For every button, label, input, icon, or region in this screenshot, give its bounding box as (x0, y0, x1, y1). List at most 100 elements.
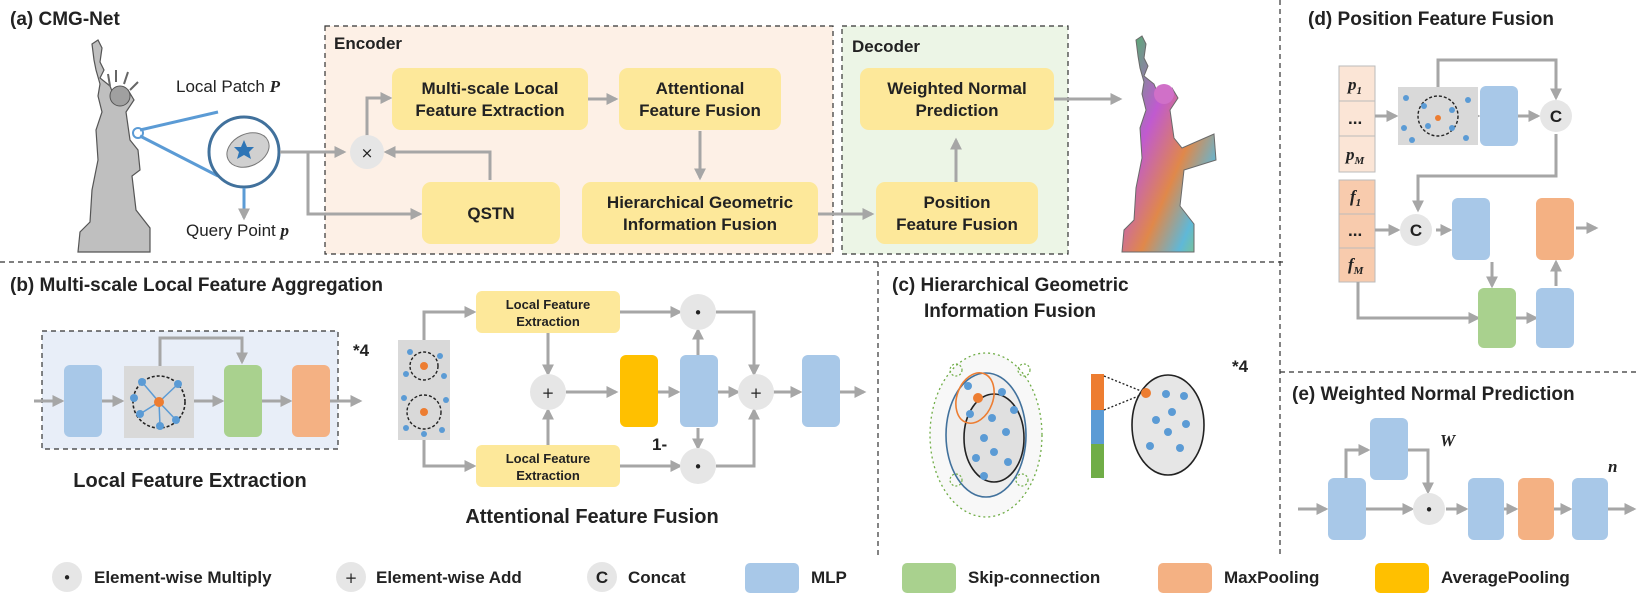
hgif-block (582, 182, 818, 244)
decoder-label: Decoder (852, 37, 920, 56)
panel-a-arrows (280, 92, 1123, 220)
pff-concat-2 (1400, 214, 1432, 246)
legend-multiply-glyph: • (63, 569, 72, 587)
legend-mlp: MLP (811, 568, 847, 587)
aff-mult-bottom (680, 448, 716, 484)
panel-a-title: (a) CMG-Net (10, 9, 120, 30)
wnp-multiply-symbol: • (1425, 501, 1434, 519)
mslfe-label-1: Multi-scale Local (422, 79, 559, 98)
aff-lfe-bottom-label-1: Local Feature (506, 451, 591, 466)
pff-skip (1478, 288, 1516, 348)
legend-maxpool: MaxPooling (1224, 568, 1319, 587)
wnp-label-2: Prediction (915, 101, 998, 120)
legend-add-glyph: + (345, 569, 358, 587)
lfe-skip (224, 365, 262, 437)
statue-silhouette (77, 39, 151, 253)
aff-add-1-symbol: + (542, 384, 555, 402)
panel-c-title-2: Information Fusion (924, 301, 1096, 322)
panel-b-title: (b) Multi-scale Local Feature Aggregatio… (10, 275, 383, 296)
wnp-label-1: Weighted Normal (887, 79, 1026, 98)
legend-avgpool: AveragePooling (1441, 568, 1570, 587)
wnp-mlp-1 (1328, 478, 1366, 540)
wnp-mlp-3 (1572, 478, 1608, 540)
aff-lfe-top-label-2: Extraction (516, 314, 580, 329)
hgif-feature-green (1091, 444, 1104, 478)
hgif-label-1: Hierarchical Geometric (607, 193, 793, 212)
legend-skip-swatch (902, 563, 956, 593)
normal-statue-silhouette (1121, 35, 1217, 253)
panel-d: (d) Position Feature Fusion p1 ... pM f1… (1308, 9, 1599, 348)
statue-head (109, 85, 131, 107)
hgif-zoom-points (1146, 390, 1190, 452)
wnp-maxpool (1518, 478, 1554, 540)
panel-d-title: (d) Position Feature Fusion (1308, 9, 1554, 30)
pff-mlp-1 (1480, 86, 1518, 146)
hgif-repeat-label: *4 (1232, 357, 1249, 376)
weight-label: W (1440, 431, 1457, 450)
aff-add-2-symbol: + (750, 384, 763, 402)
statue-point-cloud (77, 39, 151, 253)
legend-mlp-swatch (745, 563, 799, 593)
aff-label-1: Attentional (656, 79, 745, 98)
f1-label: f1 (1350, 187, 1361, 209)
panel-b: (b) Multi-scale Local Feature Aggregatio… (10, 275, 867, 528)
pff-label-1: Position (923, 193, 990, 212)
normal-label: n (1608, 457, 1617, 476)
qstn-block (422, 182, 560, 244)
panel-c-title-1: (c) Hierarchical Geometric (892, 275, 1129, 296)
hgif-small-circles (949, 363, 1031, 487)
statue-crown (107, 70, 139, 91)
aff-mlp-2 (802, 355, 840, 427)
hgif-feature-blue (1091, 410, 1104, 444)
pM-label: pM (1344, 145, 1366, 167)
panel-e-title: (e) Weighted Normal Prediction (1292, 384, 1575, 405)
pff-concat-1 (1540, 100, 1572, 132)
pff-block (876, 182, 1038, 244)
aff-lfe-top (476, 291, 620, 333)
aff-mult-top (680, 294, 716, 330)
hgif-orange-scale (955, 372, 995, 424)
pff-concat-1-symbol: C (1550, 107, 1562, 126)
multiply-op (350, 135, 384, 169)
hgif-label-2: Information Fusion (623, 215, 777, 234)
legend-multiply-symbol (52, 562, 82, 592)
lfe-maxpool (292, 365, 330, 437)
legend: • Element-wise Multiply + Element-wise A… (52, 562, 1570, 593)
aff-arrows (422, 306, 867, 472)
aff-label-2: Feature Fusion (639, 101, 761, 120)
aff-add-2 (738, 374, 774, 410)
wnp-mlp-2 (1468, 478, 1504, 540)
aff-lfe-bottom-label-2: Extraction (516, 468, 580, 483)
aff-mult-bottom-symbol: • (694, 458, 703, 476)
panel-e: (e) Weighted Normal Prediction • W n (1292, 384, 1637, 540)
aff-avgpool (620, 355, 658, 427)
aff-block (619, 68, 781, 130)
panel-separators (0, 0, 1640, 557)
query-star-icon (234, 140, 254, 159)
mslfe-block (392, 68, 588, 130)
normal-statue-head (1154, 84, 1174, 104)
pff-mlp-3 (1536, 288, 1574, 348)
hgif-points (964, 382, 1018, 480)
aff-caption: Attentional Feature Fusion (465, 506, 718, 528)
query-point-label: Query Point p (186, 221, 289, 240)
panel-a: (a) CMG-Net Local Patch P Query Point p … (10, 9, 1217, 255)
legend-add-symbol (336, 562, 366, 592)
pff-concat-2-symbol: C (1410, 221, 1422, 240)
wnp-multiply (1413, 493, 1445, 525)
legend-maxpool-swatch (1158, 563, 1212, 593)
wnp-mlp-weight (1370, 418, 1408, 480)
lfe-mlp-1 (64, 365, 102, 437)
aff-lfe-bottom (476, 445, 620, 487)
p-dots: ... (1348, 109, 1362, 128)
hgif-zoom-query (1141, 388, 1151, 398)
one-minus-label: 1- (652, 435, 667, 454)
position-features (1338, 65, 1376, 173)
qstn-label: QSTN (467, 204, 514, 223)
hgif-feature-orange (1091, 374, 1104, 410)
pff-label-2: Feature Fusion (896, 215, 1018, 234)
multiply-op-symbol: × (361, 144, 374, 162)
local-patch-label: Local Patch P (176, 77, 281, 96)
mslfe-label-2: Feature Extraction (415, 101, 564, 120)
